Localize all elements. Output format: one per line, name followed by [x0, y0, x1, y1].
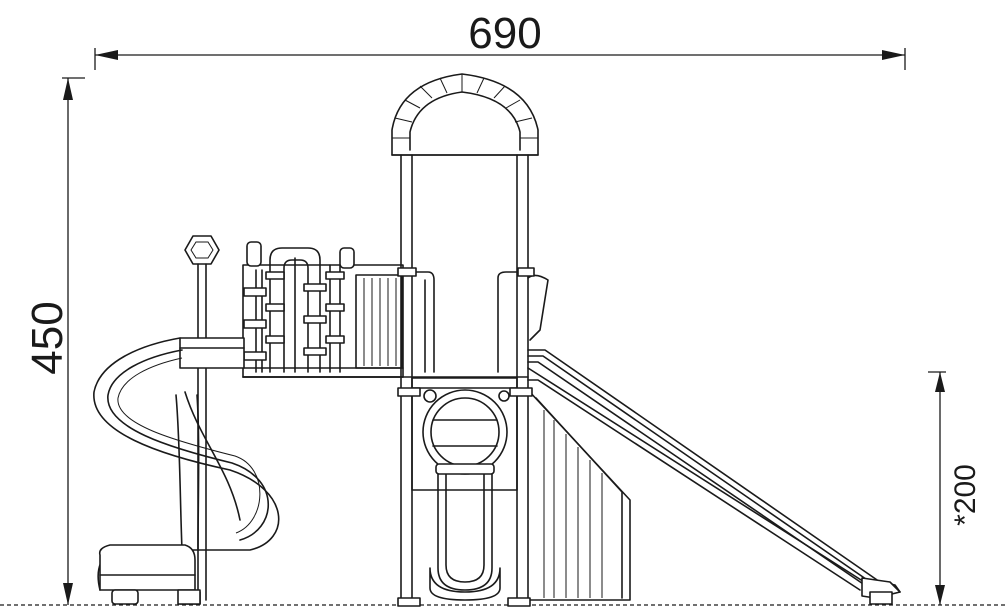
- height-arrow-top: [63, 78, 73, 100]
- tower-posts: [400, 154, 529, 606]
- spiral-slide: [93, 337, 280, 605]
- width-dimension-label: 690: [468, 9, 541, 58]
- width-arrow-right: [882, 50, 905, 60]
- hex-finial: [184, 235, 220, 265]
- tower-roof: [391, 73, 539, 156]
- width-dimension: 690: [94, 9, 906, 70]
- width-arrow-left: [95, 50, 118, 60]
- tube-slide: [411, 377, 518, 601]
- straight-slide: [497, 267, 901, 605]
- free-height-dimension: *200: [928, 371, 982, 605]
- free-height-arrow-top: [935, 372, 945, 392]
- left-deck: [179, 235, 435, 605]
- deck-floor: [242, 376, 533, 607]
- free-height-arrow-bottom: [935, 585, 945, 605]
- height-dimension: 450: [23, 77, 85, 605]
- free-height-dimension-label: *200: [949, 464, 982, 526]
- height-dimension-label: 450: [23, 301, 72, 374]
- height-arrow-bottom: [63, 583, 73, 605]
